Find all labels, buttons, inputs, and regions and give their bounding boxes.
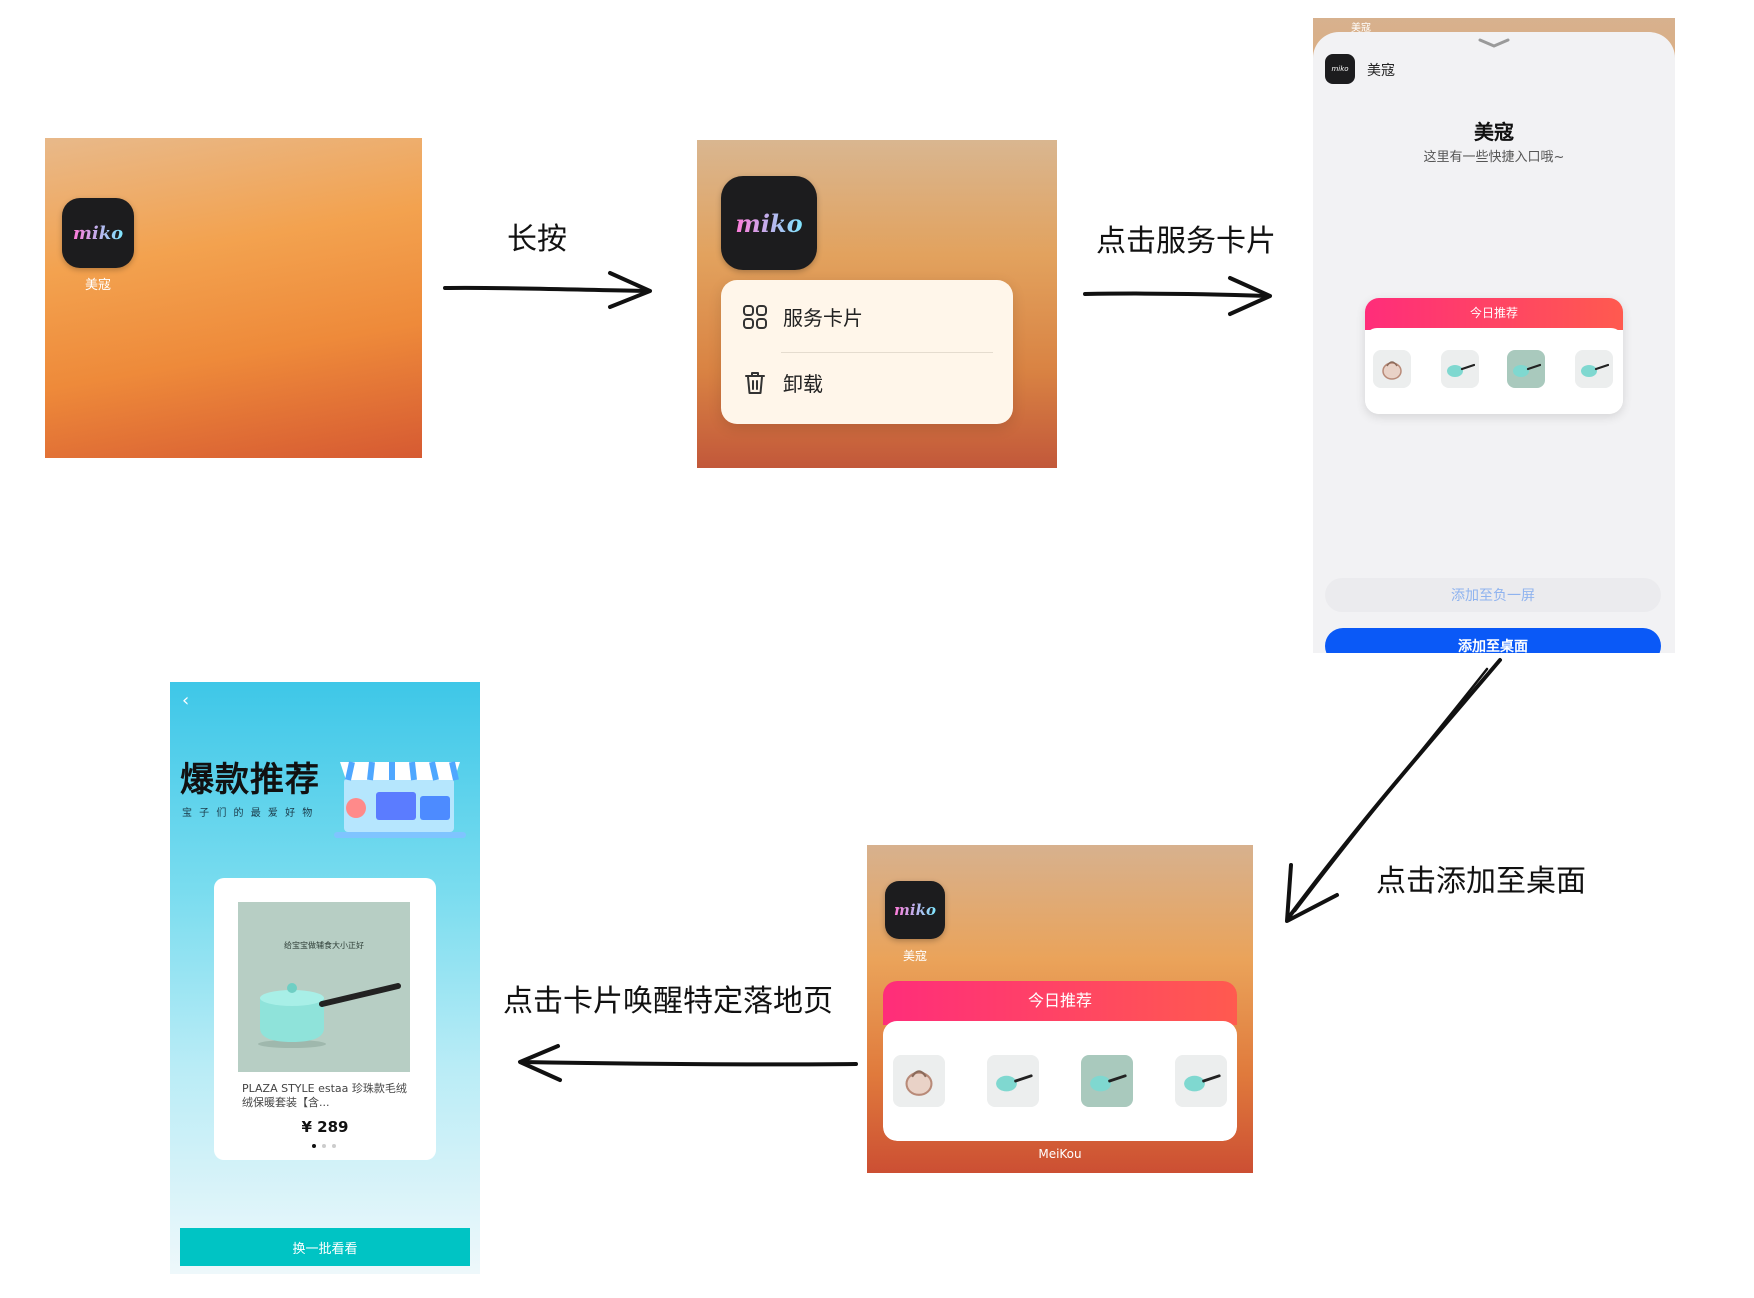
menu-item-label: 卸载 [783,372,823,396]
widget-body [883,1021,1237,1141]
product-image: 给宝宝做辅食大小正好 [238,902,410,1072]
step-label-tap-add-desktop: 点击添加至桌面 [1376,864,1586,899]
app-logo-text: miko [894,901,936,919]
home-with-widget-panel: miko 美寇 今日推荐 MeiKou [867,845,1253,1173]
add-desktop-button[interactable]: 添加至桌面 [1325,628,1661,653]
app-icon[interactable]: miko [885,881,945,939]
product-thumb[interactable] [1081,1055,1133,1107]
arrow-diagonal [1285,658,1502,923]
app-icon-large[interactable]: miko [721,176,817,270]
step-label-tap-service-card: 点击服务卡片 [1096,224,1276,259]
product-name: PLAZA STYLE estaa 珍珠款毛绒绒保暖套装【含... [242,1082,407,1109]
menu-item-uninstall[interactable]: 卸载 [741,368,823,397]
product-thumb[interactable] [1373,350,1411,388]
pot-icon [1513,363,1541,377]
app-logo-text: miko [1331,65,1349,73]
product-price: ¥ 289 [301,1118,349,1136]
arrow-right-1 [443,271,652,309]
trash-icon [745,371,765,394]
long-press-panel: miko 服务卡片 卸载 [697,140,1057,468]
grid-icon [743,304,767,329]
product-thumb[interactable] [1575,350,1613,388]
carousel-dot [332,1144,336,1148]
app-logo-text: miko [735,208,803,238]
product-card[interactable]: 给宝宝做辅食大小正好 PLAZA STYLE estaa 珍珠款毛绒绒保暖套装【… [214,878,436,1160]
refresh-button[interactable]: 换一批看看 [180,1228,470,1266]
chevron-down-icon[interactable] [1477,36,1511,50]
desktop-widget[interactable]: 今日推荐 [883,981,1237,1141]
widget-header: 今日推荐 [883,981,1237,1025]
carousel-dot [322,1144,326,1148]
bag-icon [1382,361,1402,380]
step-label-long-press: 长按 [507,222,567,257]
bag-icon [905,1070,933,1096]
product-thumb[interactable] [1441,350,1479,388]
sheet-app-icon: miko [1325,54,1355,84]
widget-title: 今日推荐 [1469,306,1518,320]
step-label-tap-card-wake: 点击卡片唤醒特定落地页 [503,984,833,1019]
menu-divider [781,352,993,353]
pot-icon [996,1074,1033,1092]
pot-icon [1184,1074,1221,1092]
context-menu: 服务卡片 卸载 [721,280,1013,424]
pot-icon [1447,363,1475,377]
app-name-label: 美寇 [902,949,927,963]
arrow-right-2 [1083,276,1272,316]
sheet-app-name: 美寇 [1367,63,1395,79]
brand-label: MeiKou [1038,1147,1082,1161]
widget-body [1365,328,1623,414]
sheet-subtitle: 这里有一些快捷入口哦~ [1423,150,1565,165]
carousel-dot-active [312,1144,316,1148]
sheet-title: 美寇 [1474,120,1514,144]
carousel-dots [312,1144,336,1148]
back-button[interactable]: ‹ [182,690,190,711]
arrow-left [518,1044,858,1082]
pot-icon [258,983,401,1048]
product-image-caption: 给宝宝做辅食大小正好 [284,941,364,950]
service-card-sheet-panel: 美寇 miko 美寇 美寇 这里有一些快捷入口哦~ 今日推荐 [1313,18,1675,653]
shop-illustration-icon [334,761,466,838]
product-thumb[interactable] [893,1055,945,1107]
pot-icon [1090,1074,1127,1092]
landing-page-panel: ‹ 爆款推荐 宝 子 们 的 最 爱 好 物 给宝宝做辅食大小正好 PLAZA … [170,682,480,1274]
widget-header: 今日推荐 [1365,298,1623,330]
app-icon[interactable]: miko [62,198,134,268]
home-screen-panel: miko 美寇 [45,138,422,458]
product-thumb[interactable] [1175,1055,1227,1107]
product-thumb[interactable] [1507,350,1545,388]
widget-preview[interactable]: 今日推荐 [1365,298,1623,414]
app-logo-text: miko [72,222,124,244]
status-peek-text: 美寇 [1351,23,1371,34]
bottom-sheet: miko 美寇 美寇 这里有一些快捷入口哦~ 今日推荐 [1313,32,1675,653]
app-name-label: 美寇 [84,278,111,293]
widget-title: 今日推荐 [1027,991,1092,1010]
landing-headline: 爆款推荐 [180,760,320,800]
landing-tagline: 宝 子 们 的 最 爱 好 物 [182,808,315,819]
menu-item-label: 服务卡片 [783,306,863,330]
menu-item-service-card[interactable]: 服务卡片 [741,302,863,331]
product-thumb[interactable] [987,1055,1039,1107]
add-negative-screen-button[interactable]: 添加至负一屏 [1325,578,1661,612]
pot-icon [1581,363,1609,377]
